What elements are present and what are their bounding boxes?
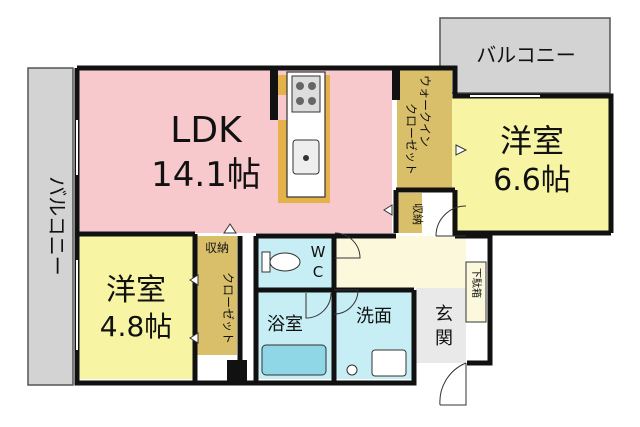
closet-west-label: クローゼット — [221, 272, 235, 344]
storage-ldk-label: 収納 — [411, 203, 424, 225]
stove-icon — [291, 75, 321, 113]
windows — [76, 95, 540, 350]
balcony-top — [439, 17, 611, 94]
balcony-left — [27, 67, 74, 386]
bathroom-label: 浴室 — [267, 314, 303, 335]
storage-hall-area — [197, 236, 237, 258]
walk-in-closet-label-2: クローゼット — [404, 103, 418, 175]
entrance-area — [416, 288, 466, 363]
wall-column — [227, 360, 247, 382]
ldk-size: 14.1帖 — [151, 155, 261, 195]
door-swings — [305, 205, 467, 406]
wc-label-c: C — [313, 263, 323, 281]
washing-machine-drain-icon — [346, 364, 358, 376]
walk-in-closet-label-1: ウォークイン — [418, 75, 432, 147]
burner-icon — [296, 82, 304, 90]
door-markers — [189, 144, 468, 344]
ldk-area — [77, 70, 392, 233]
balcony-top-label: バルコニー — [476, 43, 576, 67]
shoe-box-label: 下駄箱 — [470, 268, 483, 298]
wall-column — [270, 70, 278, 120]
balcony-left-label: バルコニー — [45, 176, 69, 276]
burner-icon — [308, 97, 316, 105]
entrance-label-2: 関 — [435, 328, 453, 349]
toilet-icon — [269, 252, 301, 272]
western-west-size: 4.8帖 — [100, 310, 173, 343]
wash-basin-icon — [371, 349, 407, 377]
closet-west-area — [197, 258, 237, 355]
storage-ldk-area — [397, 193, 422, 233]
ldk-name: LDK — [170, 110, 243, 151]
burner-icon — [296, 97, 304, 105]
burner-icon — [308, 82, 316, 90]
bathtub-icon — [261, 344, 327, 376]
shoe-box-area — [465, 261, 487, 323]
wall-column — [392, 70, 400, 100]
washroom-label: 洗面 — [356, 306, 392, 327]
wc-label-w: W — [311, 243, 326, 261]
western-room-east-area — [452, 96, 610, 231]
walk-in-closet-area — [397, 70, 452, 190]
storage-hall-label: 収納 — [205, 241, 229, 255]
entrance-label-1: 玄 — [435, 304, 453, 325]
western-west-name: 洋室 — [106, 273, 166, 308]
hallway-area — [336, 236, 466, 288]
drain-icon — [303, 155, 309, 161]
western-east-size: 6.6帖 — [493, 163, 571, 198]
western-east-name: 洋室 — [500, 122, 564, 160]
western-room-west-area — [77, 236, 195, 379]
toilet-tank-icon — [261, 251, 271, 273]
